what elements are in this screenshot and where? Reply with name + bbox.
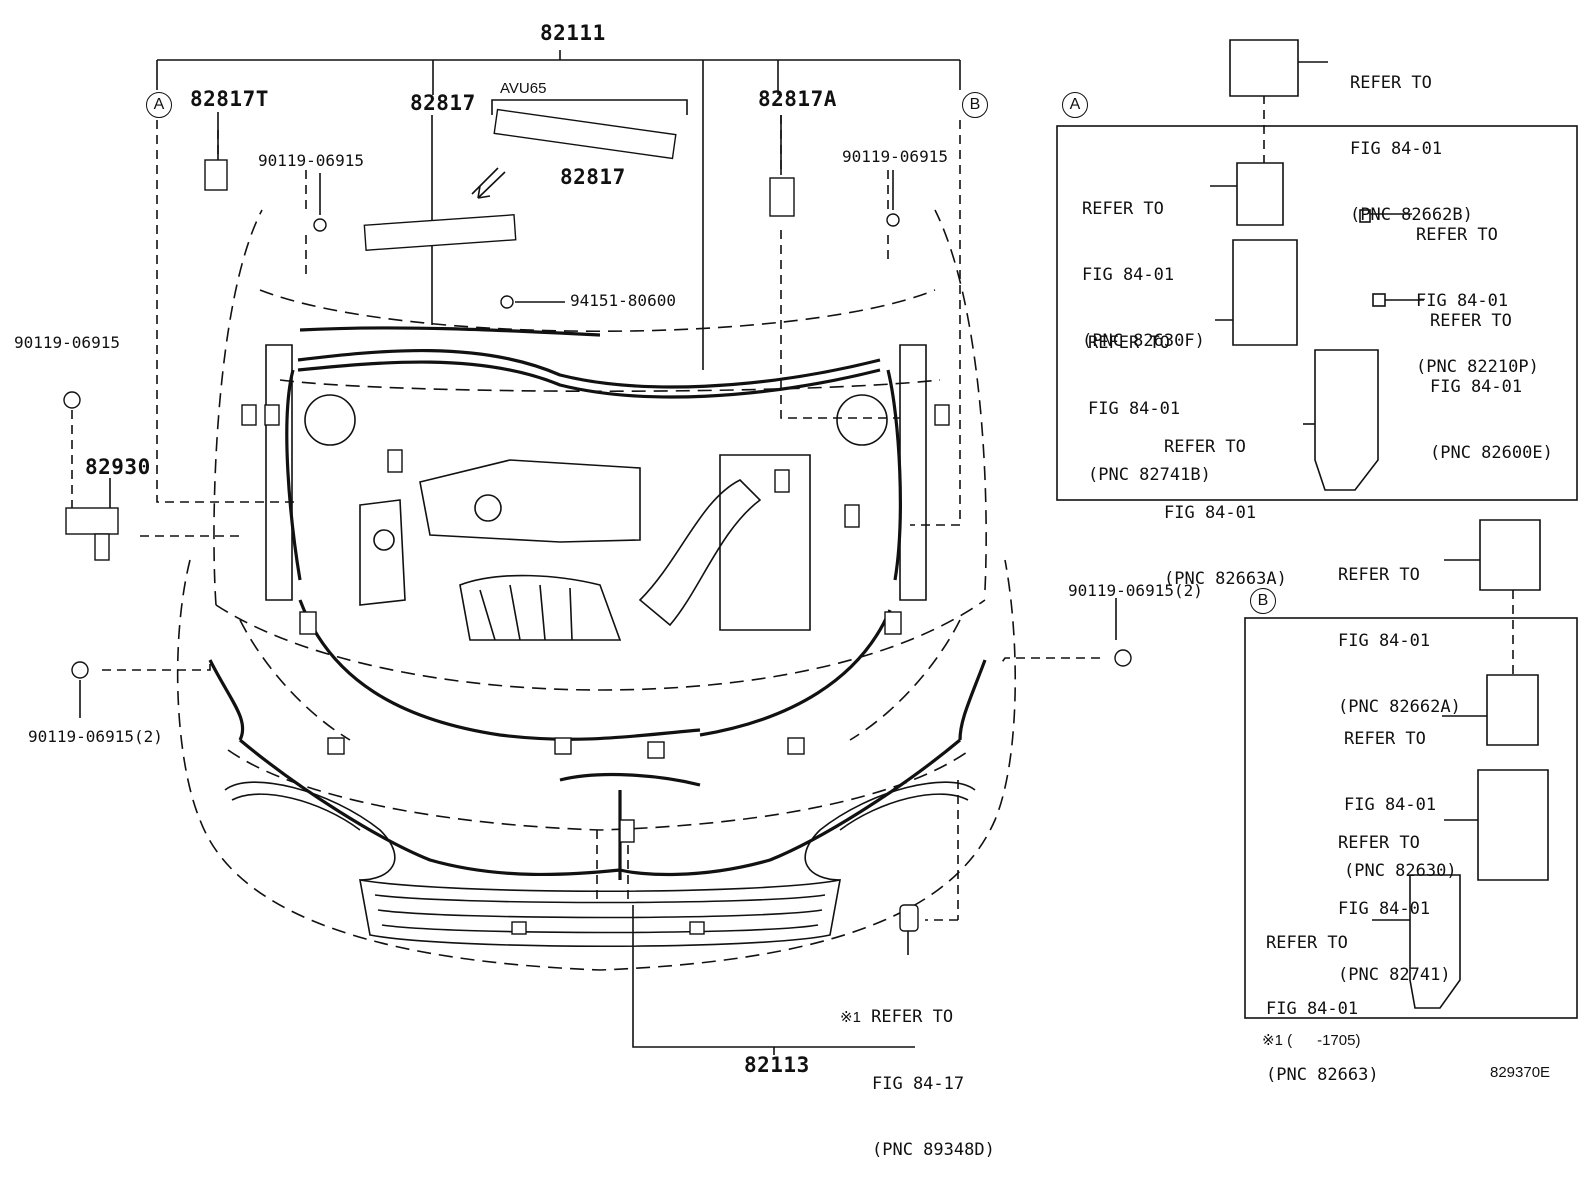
box-a-components [1210,39,1424,491]
ref-line1: REFER TO [1338,565,1420,585]
ref-line2: FIG 84-01 [1350,139,1443,159]
bolt-right-bottom-label: 90119-06915(2) [1068,581,1203,600]
ref-line1: REFER TO [1164,437,1246,457]
center-reference: ※1 REFER TO FIG 84-17 (PNC 89348D) [840,962,995,1183]
ref-line3: (PNC 82600E) [1430,443,1553,463]
box-a-ref-82741b: REFER TO FIG 84-01 (PNC 82741B) [1088,288,1211,508]
part-leaders [79,112,1117,1055]
ref-line1: REFER TO [1266,933,1348,953]
ref-line1: REFER TO [1088,333,1170,353]
ref-line2: FIG 84-01 [1344,795,1437,815]
engine-block [265,344,927,641]
detail-box-a [1056,125,1578,501]
bolt-right-top-label: 90119-06915 [842,147,948,166]
marker-a-box: A [1062,92,1088,118]
footnote-mark: ※1 [840,1009,861,1026]
center-ref-line1: REFER TO [871,1007,954,1027]
avu65-bracket [491,99,688,115]
part-82817T-label: 82817T [190,87,269,111]
avu65-label: AVU65 [500,80,547,97]
ref-line3: (PNC 82662B) [1350,205,1473,225]
box-a-ref-82210p: REFER TO FIG 84-01 (PNC 82210P) [1416,180,1539,400]
box-a-ref-82663a: REFER TO FIG 84-01 (PNC 82663A) [1164,392,1287,612]
avu-arrow [471,167,506,199]
marker-b-box: B [1250,588,1276,614]
box-b-ref-82662a: REFER TO FIG 84-01 (PNC 82662A) [1338,520,1461,740]
ref-line2: FIG 84-01 [1430,377,1523,397]
avu-part-82817-label: 82817 [560,165,626,189]
ref-line1: REFER TO [1430,311,1512,331]
part-82113-label: 82113 [744,1053,810,1077]
box-b-ref-82741: REFER TO FIG 84-01 (PNC 82741) [1338,788,1451,1008]
ref-line3: (PNC 82630) [1344,861,1457,881]
ref-line2: FIG 84-01 [1088,399,1181,419]
wire-harness [208,326,987,880]
ref-line1: REFER TO [1344,729,1426,749]
ref-line1: REFER TO [1416,225,1498,245]
marker-a-top-left: A [146,92,172,118]
ref-line3: (PNC 82210P) [1416,357,1539,377]
ref-line3: (PNC 82741B) [1088,465,1211,485]
bolt-left-top-label: 90119-06915 [258,151,364,170]
center-ref-line3: (PNC 89348D) [872,1140,995,1160]
box-b-ref-82630: REFER TO FIG 84-01 (PNC 82630) [1344,684,1457,904]
box-b-components [1372,519,1549,1009]
box-b-ref-82663: REFER TO FIG 84-01 (PNC 82663) [1266,888,1379,1108]
sensor-82930-label: 82930 [85,455,151,479]
part-82817A-label: 82817A [758,87,837,111]
clip-center-label: 94151-80600 [570,291,676,310]
ref-line3: (PNC 82663A) [1164,569,1287,589]
ref-line3: (PNC 82663) [1266,1065,1379,1085]
bolt-left-bottom-label: 90119-06915(2) [28,727,163,746]
part-82111-label: 82111 [540,21,606,45]
ref-line1: REFER TO [1082,199,1164,219]
ref-line3: (PNC 82662A) [1338,697,1461,717]
ref-line1: REFER TO [1350,73,1432,93]
ref-line2: FIG 84-01 [1416,291,1509,311]
footnote: ※1 ( -1705) [1262,1032,1361,1049]
bolt-far-left-label: 90119-06915 [14,333,120,352]
ref-line2: FIG 84-01 [1338,899,1431,919]
marker-b-top-right: B [962,92,988,118]
connectors [63,108,1132,935]
ref-line2: FIG 84-01 [1164,503,1257,523]
ref-line3: (PNC 82741) [1338,965,1451,985]
car-body-outline [176,209,1017,971]
box-a-ref-82662b: REFER TO FIG 84-01 (PNC 82662B) [1350,28,1473,248]
region-dashed-lines [71,95,1514,921]
wiring-diagram [63,39,1578,1055]
front-grille [359,879,841,948]
ref-line3: (PNC 82630F) [1082,331,1205,351]
diagram-code: 829370E [1490,1064,1551,1081]
detail-box-b [1244,617,1578,1019]
ref-line2: FIG 84-01 [1082,265,1175,285]
ref-line2: FIG 84-01 [1338,631,1431,651]
harness-82111-leader [156,50,961,370]
ref-line1: REFER TO [1338,833,1420,853]
box-a-ref-82600e: REFER TO FIG 84-01 (PNC 82600E) [1430,266,1553,486]
part-82817-label: 82817 [410,91,476,115]
center-ref-line2: FIG 84-17 [872,1074,965,1094]
ref-line2: FIG 84-01 [1266,999,1359,1019]
box-a-ref-82630f: REFER TO FIG 84-01 (PNC 82630F) [1082,154,1205,374]
headlights [224,781,976,881]
